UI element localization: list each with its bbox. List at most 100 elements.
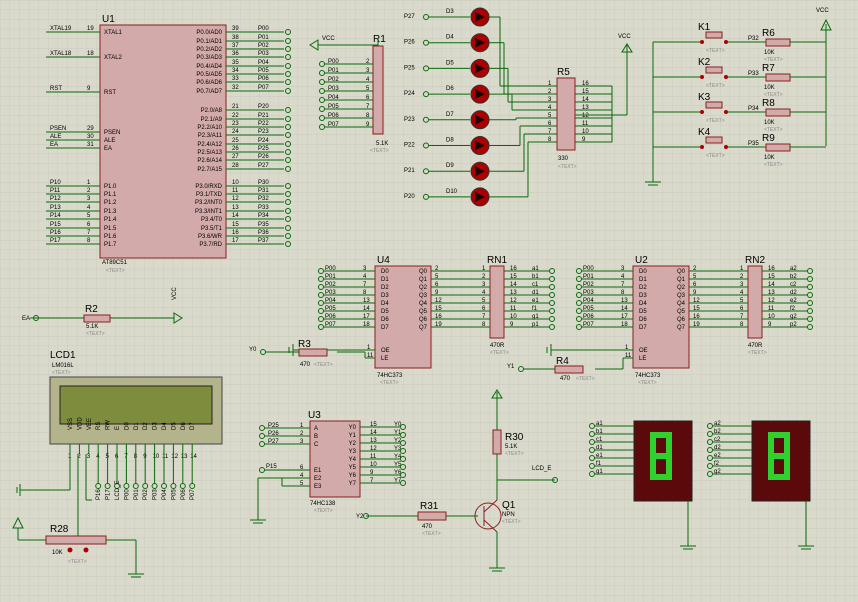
rn-terminal[interactable] xyxy=(807,292,813,298)
u3-terminal[interactable] xyxy=(400,432,406,438)
led-terminal[interactable] xyxy=(423,65,429,72)
led-terminal[interactable] xyxy=(423,116,429,123)
u1-net-terminal[interactable] xyxy=(285,54,291,60)
key-pullup-resistor[interactable] xyxy=(765,108,791,117)
r28-potentiometer[interactable]: R28 10K <TEXT> xyxy=(12,454,144,578)
lcd-terminal[interactable] xyxy=(114,483,120,489)
u1-net-terminal[interactable] xyxy=(285,183,291,189)
u1-net-terminal[interactable] xyxy=(285,216,291,222)
rn-terminal[interactable] xyxy=(807,300,813,306)
key-1[interactable] xyxy=(705,31,723,39)
u1-net-terminal[interactable] xyxy=(285,149,291,155)
r2-resistor[interactable]: EA R2 5.1K <TEXT> VCC xyxy=(22,287,183,337)
rn-terminal[interactable] xyxy=(549,308,555,314)
r30-resistor[interactable]: R30 5.1K <TEXT> LCD_E xyxy=(491,389,558,496)
display-terminal[interactable] xyxy=(707,431,713,437)
u1-net-terminal[interactable] xyxy=(285,71,291,77)
key-pullup-resistor[interactable] xyxy=(765,38,791,47)
rn-terminal[interactable] xyxy=(807,324,813,330)
lcd-terminal[interactable] xyxy=(132,483,139,489)
q1-transistor[interactable]: Q1 NPN <TEXT> xyxy=(474,496,521,572)
u1-net-terminal[interactable] xyxy=(285,157,291,163)
u3-terminal[interactable] xyxy=(400,480,406,486)
u1-net-terminal[interactable] xyxy=(285,46,291,52)
u1-net-terminal[interactable] xyxy=(285,29,291,35)
key-pullup-resistor[interactable] xyxy=(765,143,791,152)
key-pullup-resistor[interactable] xyxy=(765,73,791,82)
u1-net-terminal[interactable] xyxy=(285,88,291,94)
led-terminal[interactable] xyxy=(423,142,429,149)
u1-net-terminal[interactable] xyxy=(285,191,291,197)
u1-net-terminal[interactable] xyxy=(285,107,291,113)
rn-terminal[interactable] xyxy=(549,324,555,330)
key-4[interactable] xyxy=(705,136,723,144)
r1-terminal[interactable] xyxy=(319,106,325,112)
led-terminal[interactable] xyxy=(423,193,429,200)
key-2[interactable] xyxy=(705,66,723,74)
display-terminal[interactable] xyxy=(707,463,713,469)
rn-terminal[interactable] xyxy=(549,268,555,274)
u1-net-terminal[interactable] xyxy=(285,233,291,239)
lcd-terminal[interactable] xyxy=(142,483,149,489)
u3-terminal[interactable] xyxy=(400,472,406,478)
key-3[interactable] xyxy=(705,101,723,109)
u1-net-terminal[interactable] xyxy=(285,208,291,214)
u1-net-terminal[interactable] xyxy=(285,241,291,247)
display-terminal[interactable] xyxy=(707,455,713,461)
u1-net-terminal[interactable] xyxy=(285,141,291,147)
rn-terminal[interactable] xyxy=(549,316,555,322)
r1-terminal[interactable] xyxy=(319,70,325,76)
led-array[interactable]: P27D3P26D4P25D5P24D6P23D7P22D8P21D9P20D1… xyxy=(404,7,557,207)
led-terminal[interactable] xyxy=(423,39,429,46)
rn-terminal[interactable] xyxy=(807,268,813,274)
display-terminal[interactable] xyxy=(589,447,595,453)
r1-terminal[interactable] xyxy=(319,115,325,121)
lcd1-display[interactable]: LCD1 LM016L <TEXT> VSS1VDD2VEE3RS4RW5E6D… xyxy=(49,350,223,500)
r1-terminal[interactable] xyxy=(319,79,325,85)
u3-terminal[interactable] xyxy=(400,456,406,462)
lcd-terminal[interactable] xyxy=(170,483,177,489)
lcd-terminal[interactable] xyxy=(151,483,158,489)
rn-terminal[interactable] xyxy=(549,284,555,290)
u1-net-terminal[interactable] xyxy=(285,225,291,231)
u3-terminal[interactable] xyxy=(400,424,406,430)
display-terminal[interactable] xyxy=(589,471,595,477)
rn-terminal[interactable] xyxy=(549,276,555,282)
led-terminal[interactable] xyxy=(423,168,429,175)
rn-terminal[interactable] xyxy=(549,292,555,298)
r1-terminal[interactable] xyxy=(319,124,325,130)
display-terminal[interactable] xyxy=(707,423,713,429)
rn-terminal[interactable] xyxy=(807,284,813,290)
display-terminal[interactable] xyxy=(589,423,595,429)
latch-le-terminal[interactable] xyxy=(260,349,266,355)
led-terminal[interactable] xyxy=(423,91,429,98)
rn-terminal[interactable] xyxy=(549,300,555,306)
u1-net-terminal[interactable] xyxy=(285,79,291,85)
r31-resistor[interactable]: Y2 R31 470 <TEXT> xyxy=(356,501,478,537)
u1-net-terminal[interactable] xyxy=(285,63,291,69)
lcd-terminal[interactable] xyxy=(179,483,186,489)
r1-terminal[interactable] xyxy=(319,97,325,103)
u3-decoder[interactable]: U3 74HC138 <TEXT> A1B2C3E16E24E35P25P26P… xyxy=(250,410,406,524)
u1-net-terminal[interactable] xyxy=(285,38,291,44)
display-terminal[interactable] xyxy=(707,471,713,477)
u1-net-terminal[interactable] xyxy=(285,124,291,130)
display-terminal[interactable] xyxy=(589,439,595,445)
lcd-terminal[interactable] xyxy=(95,483,102,489)
r1-terminal[interactable] xyxy=(319,88,325,94)
display-terminal[interactable] xyxy=(589,431,595,437)
display-terminal[interactable] xyxy=(707,439,713,445)
display-terminal[interactable] xyxy=(707,447,713,453)
led-terminal[interactable] xyxy=(423,14,429,20)
rn-terminal[interactable] xyxy=(807,276,813,282)
lcd-terminal[interactable] xyxy=(189,483,196,489)
r4-resistor[interactable] xyxy=(554,365,584,374)
